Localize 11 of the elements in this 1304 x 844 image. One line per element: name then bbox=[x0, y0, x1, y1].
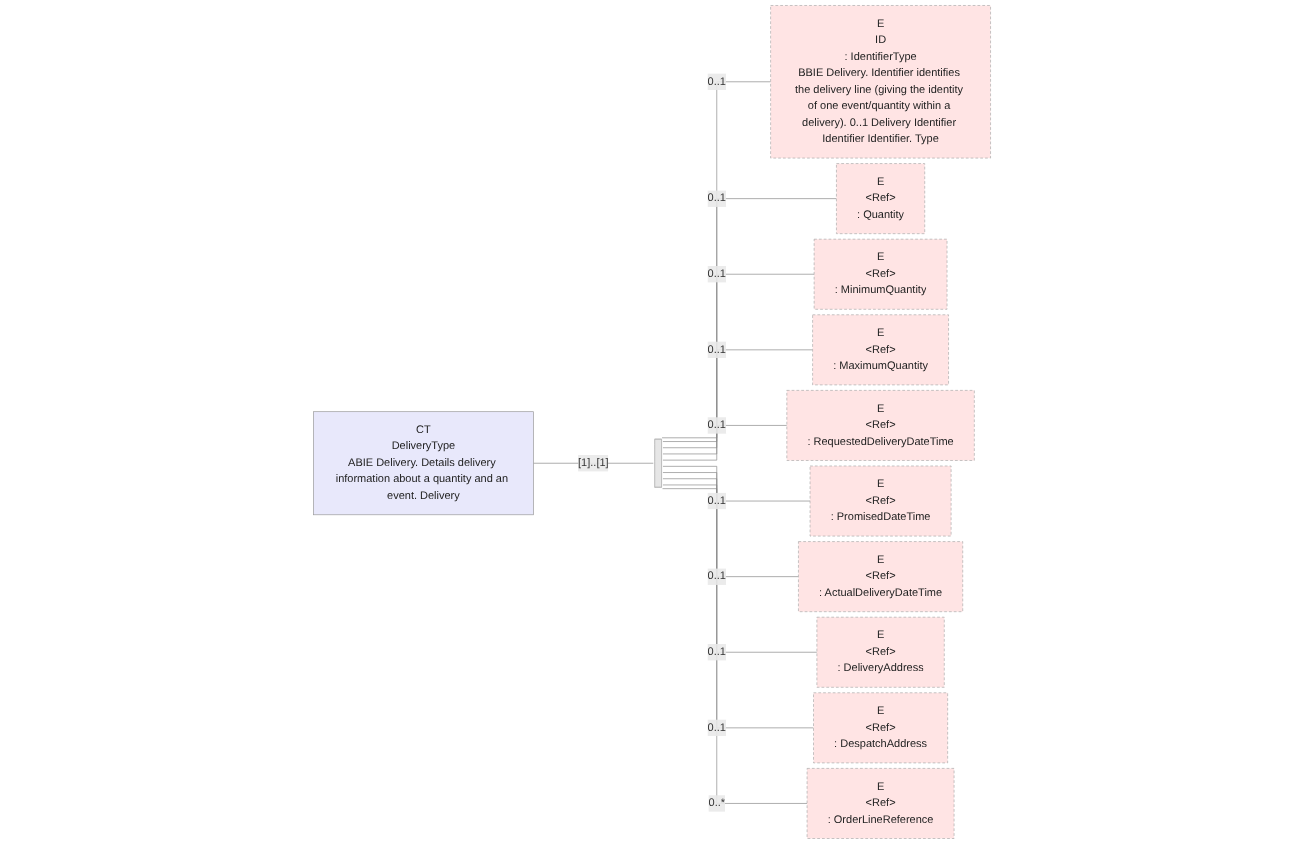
connector bbox=[662, 198, 837, 442]
connector bbox=[662, 349, 813, 455]
connector bbox=[662, 478, 818, 653]
connector bbox=[533, 462, 654, 464]
connector bbox=[662, 488, 808, 804]
connector bbox=[662, 425, 788, 461]
connector bbox=[662, 472, 799, 577]
connector bbox=[662, 484, 814, 729]
connector bbox=[662, 273, 815, 449]
connector bbox=[662, 466, 811, 502]
connector bbox=[661, 81, 771, 439]
